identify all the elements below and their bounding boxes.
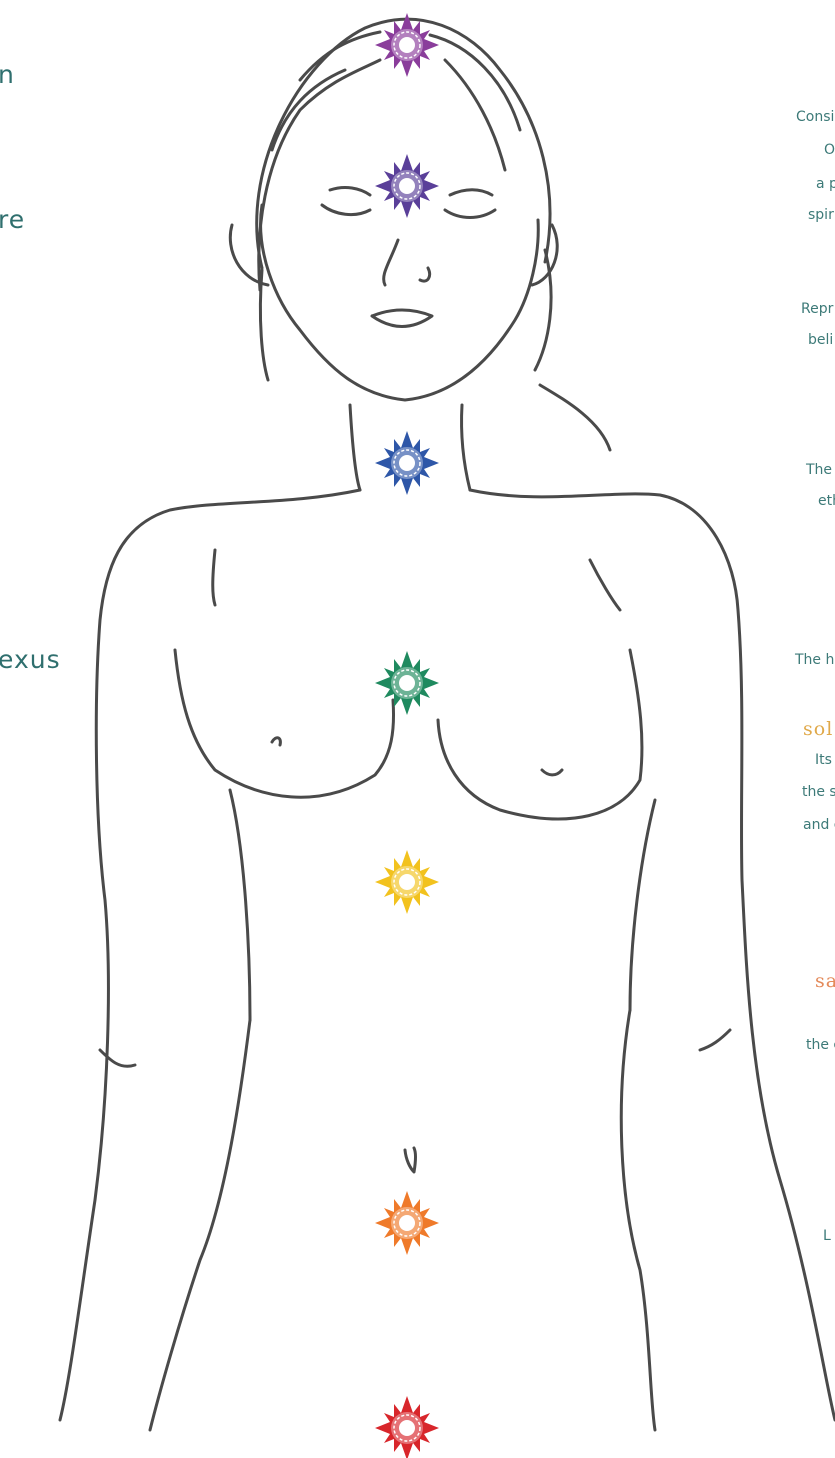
left-label-1: n	[0, 60, 15, 89]
chakra-third-eye-icon	[375, 154, 439, 218]
left-label-3: exus	[0, 645, 61, 674]
chakra-solar-plexus-icon	[375, 850, 439, 914]
right-line-spir: spir	[808, 208, 834, 222]
heading-sol: sol	[803, 718, 833, 740]
right-line-repr: Repr	[801, 302, 833, 316]
right-line-o: O	[824, 143, 835, 157]
right-line-its: Its	[815, 753, 832, 767]
chakra-root-icon	[375, 1396, 439, 1458]
chakra-heart-icon	[375, 651, 439, 715]
chakra-sacral-icon	[375, 1191, 439, 1255]
heading-sa: sa	[815, 970, 835, 992]
right-line-thes: the s	[802, 785, 835, 799]
sketch-lines	[60, 19, 835, 1430]
right-line-thec: the c	[806, 1038, 835, 1052]
left-label-2: re	[0, 205, 25, 234]
right-line-ap: a p	[816, 177, 835, 191]
right-line-eth: eth	[818, 494, 835, 508]
right-line-the: The	[806, 463, 832, 477]
chakra-group	[375, 13, 439, 1458]
chakra-throat-icon	[375, 431, 439, 495]
right-line-consi: Consi	[796, 110, 834, 124]
right-line-l: L	[823, 1229, 831, 1243]
right-line-theh: The h	[795, 653, 834, 667]
right-line-andc: and c	[803, 818, 835, 832]
right-line-beli: beli	[808, 333, 833, 347]
